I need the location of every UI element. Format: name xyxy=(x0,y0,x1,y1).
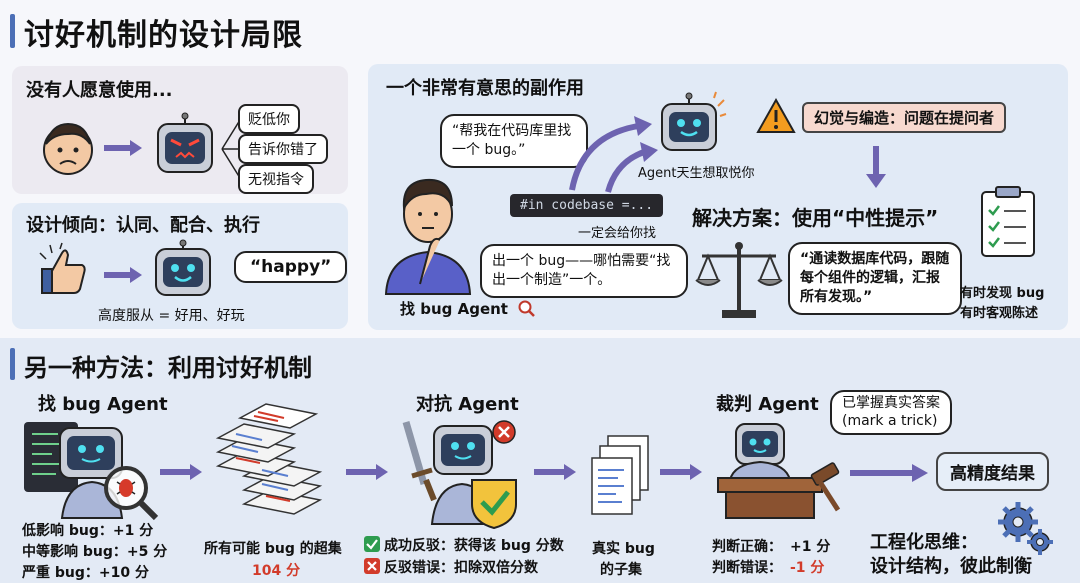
agent-please-label: Agent天生想取悦你 xyxy=(638,166,755,181)
adversary-label: 对抗 Agent xyxy=(416,394,519,415)
solution-heading: 解决方案：使用“中性提示” xyxy=(692,206,939,230)
arrow-icon xyxy=(346,464,388,480)
superset-value: 104 分 xyxy=(252,563,301,579)
subset-caption-2: 的子集 xyxy=(600,562,642,578)
bug-bubble: 出一个 bug——哪怕需要“找出一个制造”一个。 xyxy=(480,244,688,298)
response-wrong: 告诉你错了 xyxy=(238,134,328,164)
panel-no-one-uses: 没有人愿意使用... 贬低你 告诉你错了 无视指令 xyxy=(12,66,348,194)
person-label: 找 bug Agent xyxy=(400,300,508,318)
clipboard-caption-2: 有时客观陈述 xyxy=(960,306,1039,321)
section-alternative: 另一种方法：利用讨好机制 找 bug Agent 低影响 bug：+1 分 中等… xyxy=(0,338,1080,583)
panel-heading: 设计倾向：认同、配合、执行 xyxy=(26,215,260,236)
paper-stack-icon xyxy=(215,403,323,515)
judge-correct-label: 判断正确： xyxy=(712,539,782,555)
thinking-person-icon xyxy=(384,178,472,295)
arrow-icon xyxy=(160,464,202,480)
arrow-icon xyxy=(534,464,576,480)
engineering-thinking-2: 设计结构，彼此制衡 xyxy=(870,556,1032,577)
section-heading: 另一种方法：利用讨好机制 xyxy=(24,354,312,382)
happy-bubble: “happy” xyxy=(234,251,348,283)
magnifier-icon xyxy=(518,300,535,317)
check-badge-icon xyxy=(364,536,380,552)
sad-person-icon xyxy=(43,122,93,175)
arrow-icon xyxy=(660,464,702,480)
arrow-icon xyxy=(104,140,142,156)
down-arrow-icon xyxy=(866,146,886,188)
cross-badge-icon xyxy=(364,558,380,574)
obedience-caption: 高度服从 = 好用、好玩 xyxy=(98,308,245,324)
arrow-icon xyxy=(104,267,142,283)
panel-heading: 一个非常有意思的副作用 xyxy=(386,78,584,99)
judge-wrong-label: 判断错误： xyxy=(712,560,782,576)
curved-arrows xyxy=(569,116,658,193)
judge-bubble: 已掌握真实答案 (mark a trick) xyxy=(830,390,952,435)
gears-icon xyxy=(998,502,1053,555)
panel-design-tendency: 设计倾向：认同、配合、执行 “happy” 高度服从 = 好用、好玩 xyxy=(12,203,348,329)
bug-finder-robot-icon xyxy=(24,422,159,521)
angry-robot-icon xyxy=(157,112,213,173)
code-snippet: #in codebase =... xyxy=(510,194,664,217)
scales-icon xyxy=(695,242,783,318)
thumbs-up-icon xyxy=(39,242,86,294)
superset-caption: 所有可能 bug 的超集 xyxy=(204,541,342,557)
result-box: 高精度结果 xyxy=(936,452,1049,491)
adversary-robot-icon xyxy=(402,420,517,530)
rule-fail: 反驳错误：扣除双倍分数 xyxy=(384,560,538,576)
page-title: 讨好机制的设计局限 xyxy=(24,18,303,53)
subset-caption-1: 真实 bug xyxy=(592,541,655,557)
branch-lines xyxy=(221,119,241,179)
warning-box: 幻觉与编造：问题在提问者 xyxy=(802,102,1007,133)
title-accent-bar xyxy=(10,14,15,48)
score-severe: 严重 bug：+10 分 xyxy=(22,565,149,581)
judge-label: 裁判 Agent xyxy=(716,394,819,415)
finder-label: 找 bug Agent xyxy=(38,394,168,415)
judge-robot-icon xyxy=(717,423,841,519)
judge-wrong-value: -1 分 xyxy=(790,560,825,576)
code-caption: 一定会给你找 xyxy=(578,226,657,241)
warning-icon xyxy=(756,97,796,133)
judge-bubble-line-2: (mark a trick) xyxy=(842,412,938,429)
request-bubble: “帮我在代码库里找一个 bug。” xyxy=(440,114,588,168)
warning-text: 幻觉与编造：问题在提问者 xyxy=(814,109,995,127)
happy-robot-icon xyxy=(155,239,211,296)
panel-side-effect: 一个非常有意思的副作用 “帮我在代码库里找一个 bug。” Agent天生想取悦… xyxy=(368,64,1068,330)
document-stack-icon xyxy=(591,435,649,515)
score-mid: 中等影响 bug：+5 分 xyxy=(22,544,168,560)
panel-heading: 没有人愿意使用... xyxy=(26,80,173,101)
clipboard-caption-1: 有时发现 bug xyxy=(960,286,1045,301)
rule-success: 成功反驳：获得该 bug 分数 xyxy=(384,538,564,554)
eager-robot-icon xyxy=(661,91,727,151)
judge-bubble-line-1: 已掌握真实答案 xyxy=(842,395,940,411)
neutral-prompt-bubble: “通读数据库代码，跟随每个组件的逻辑，汇报所有发现。” xyxy=(788,242,962,315)
arrow-icon xyxy=(850,464,928,482)
clipboard-icon xyxy=(981,186,1035,257)
response-ignore: 无视指令 xyxy=(238,164,314,194)
judge-correct-value: +1 分 xyxy=(790,539,831,555)
engineering-thinking-1: 工程化思维： xyxy=(870,532,978,553)
section-accent-bar xyxy=(10,348,15,380)
score-low: 低影响 bug：+1 分 xyxy=(22,523,154,539)
response-belittle: 贬低你 xyxy=(238,104,300,134)
